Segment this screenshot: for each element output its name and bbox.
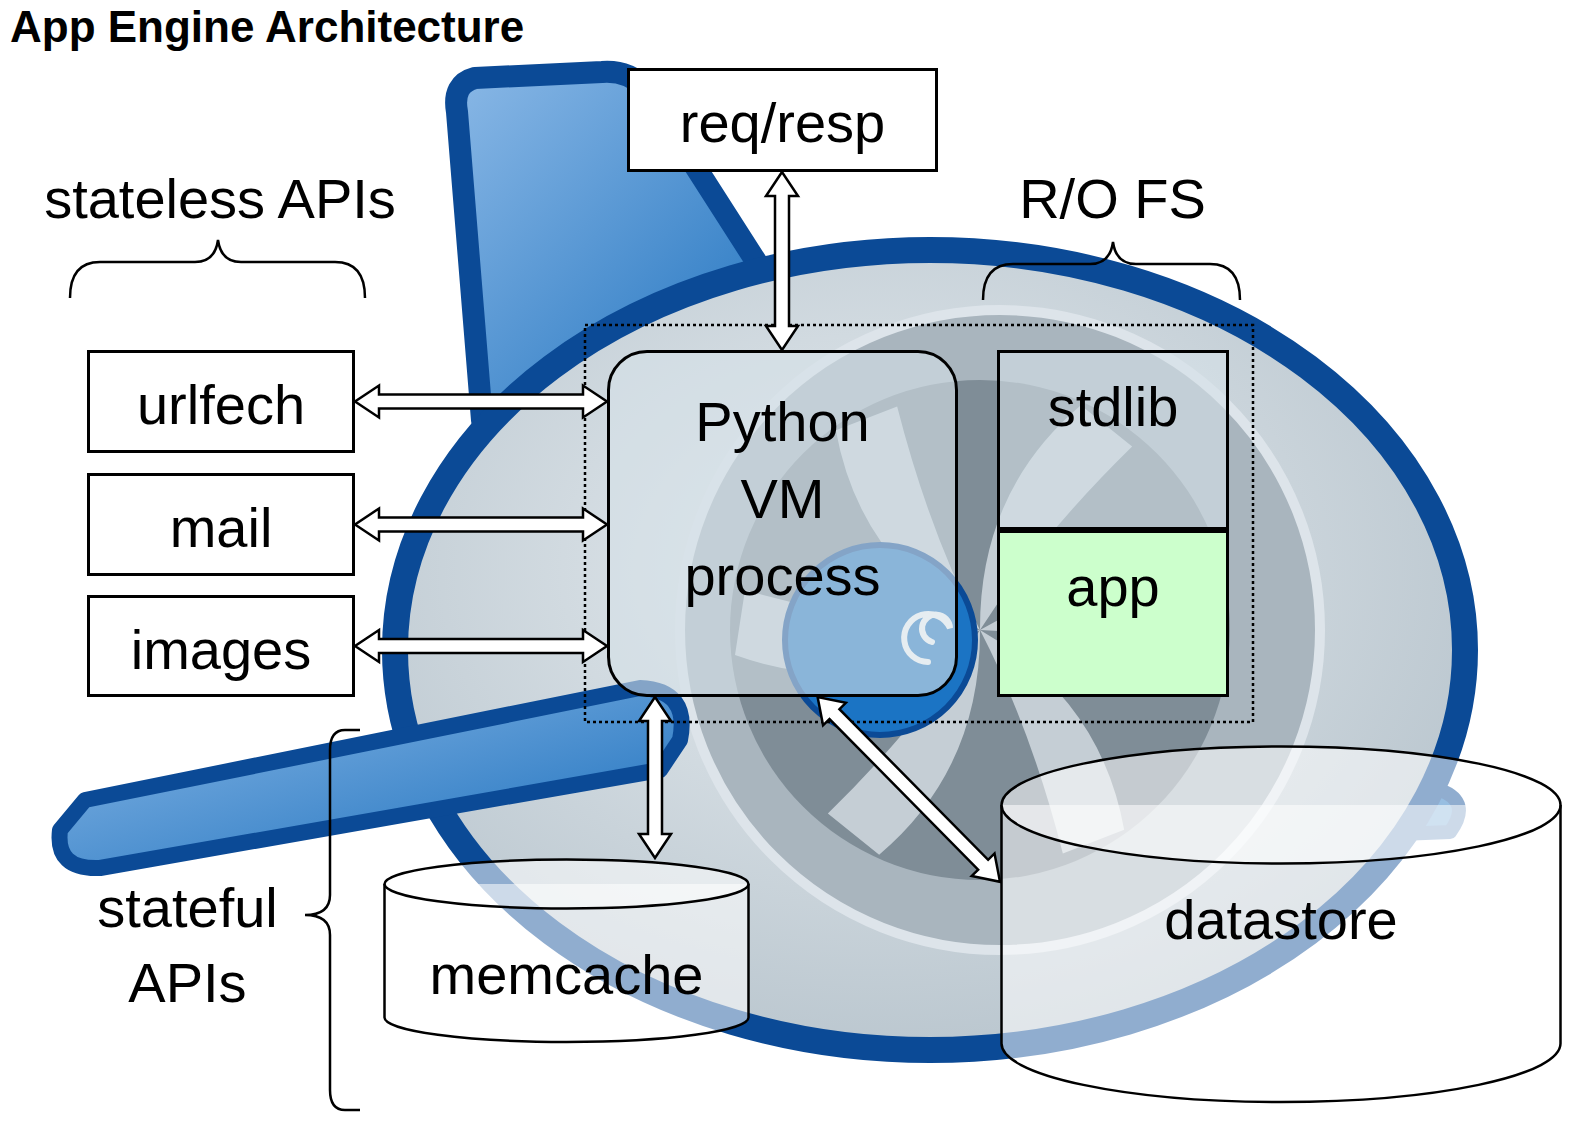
node-label: mail [170,494,273,561]
api-box: mail [87,473,355,576]
api-box: images [87,595,355,697]
group-label: stateless APIs [0,165,440,232]
sandbox-boundary [585,325,1253,722]
cache-cylinder: memcache [383,858,750,1045]
node-label: datastore [1164,886,1398,953]
node-label: req/resp [680,89,885,156]
api-box: urlfech [87,350,355,453]
double-arrow [355,386,607,418]
group-label: stateful APIs [60,870,315,1020]
app-box: app [997,530,1229,697]
brace [305,730,360,1110]
double-arrow [355,630,607,662]
library-box: stdlib [997,350,1229,530]
slide-title: App Engine Architecture [10,2,524,53]
double-arrow [766,172,798,350]
node-label: urlfech [137,371,305,438]
cylinder-top [1002,747,1561,864]
process-box: Python VM process [607,350,958,697]
node-label: Python VM process [658,383,908,614]
double-arrow [355,509,607,541]
database-cylinder: datastore [1000,745,1562,1105]
cylinder-top [385,860,749,909]
node-label: images [131,616,312,683]
brace [983,242,1240,300]
node-label: app [1066,553,1159,620]
group-label: R/O FS [985,165,1240,232]
front-wing [60,688,682,868]
node-label: stdlib [1048,373,1179,440]
request-box: req/resp [627,68,938,172]
node-label: memcache [430,941,704,1008]
double-arrow [818,697,1000,882]
brace [70,240,365,298]
double-arrow [639,697,671,858]
